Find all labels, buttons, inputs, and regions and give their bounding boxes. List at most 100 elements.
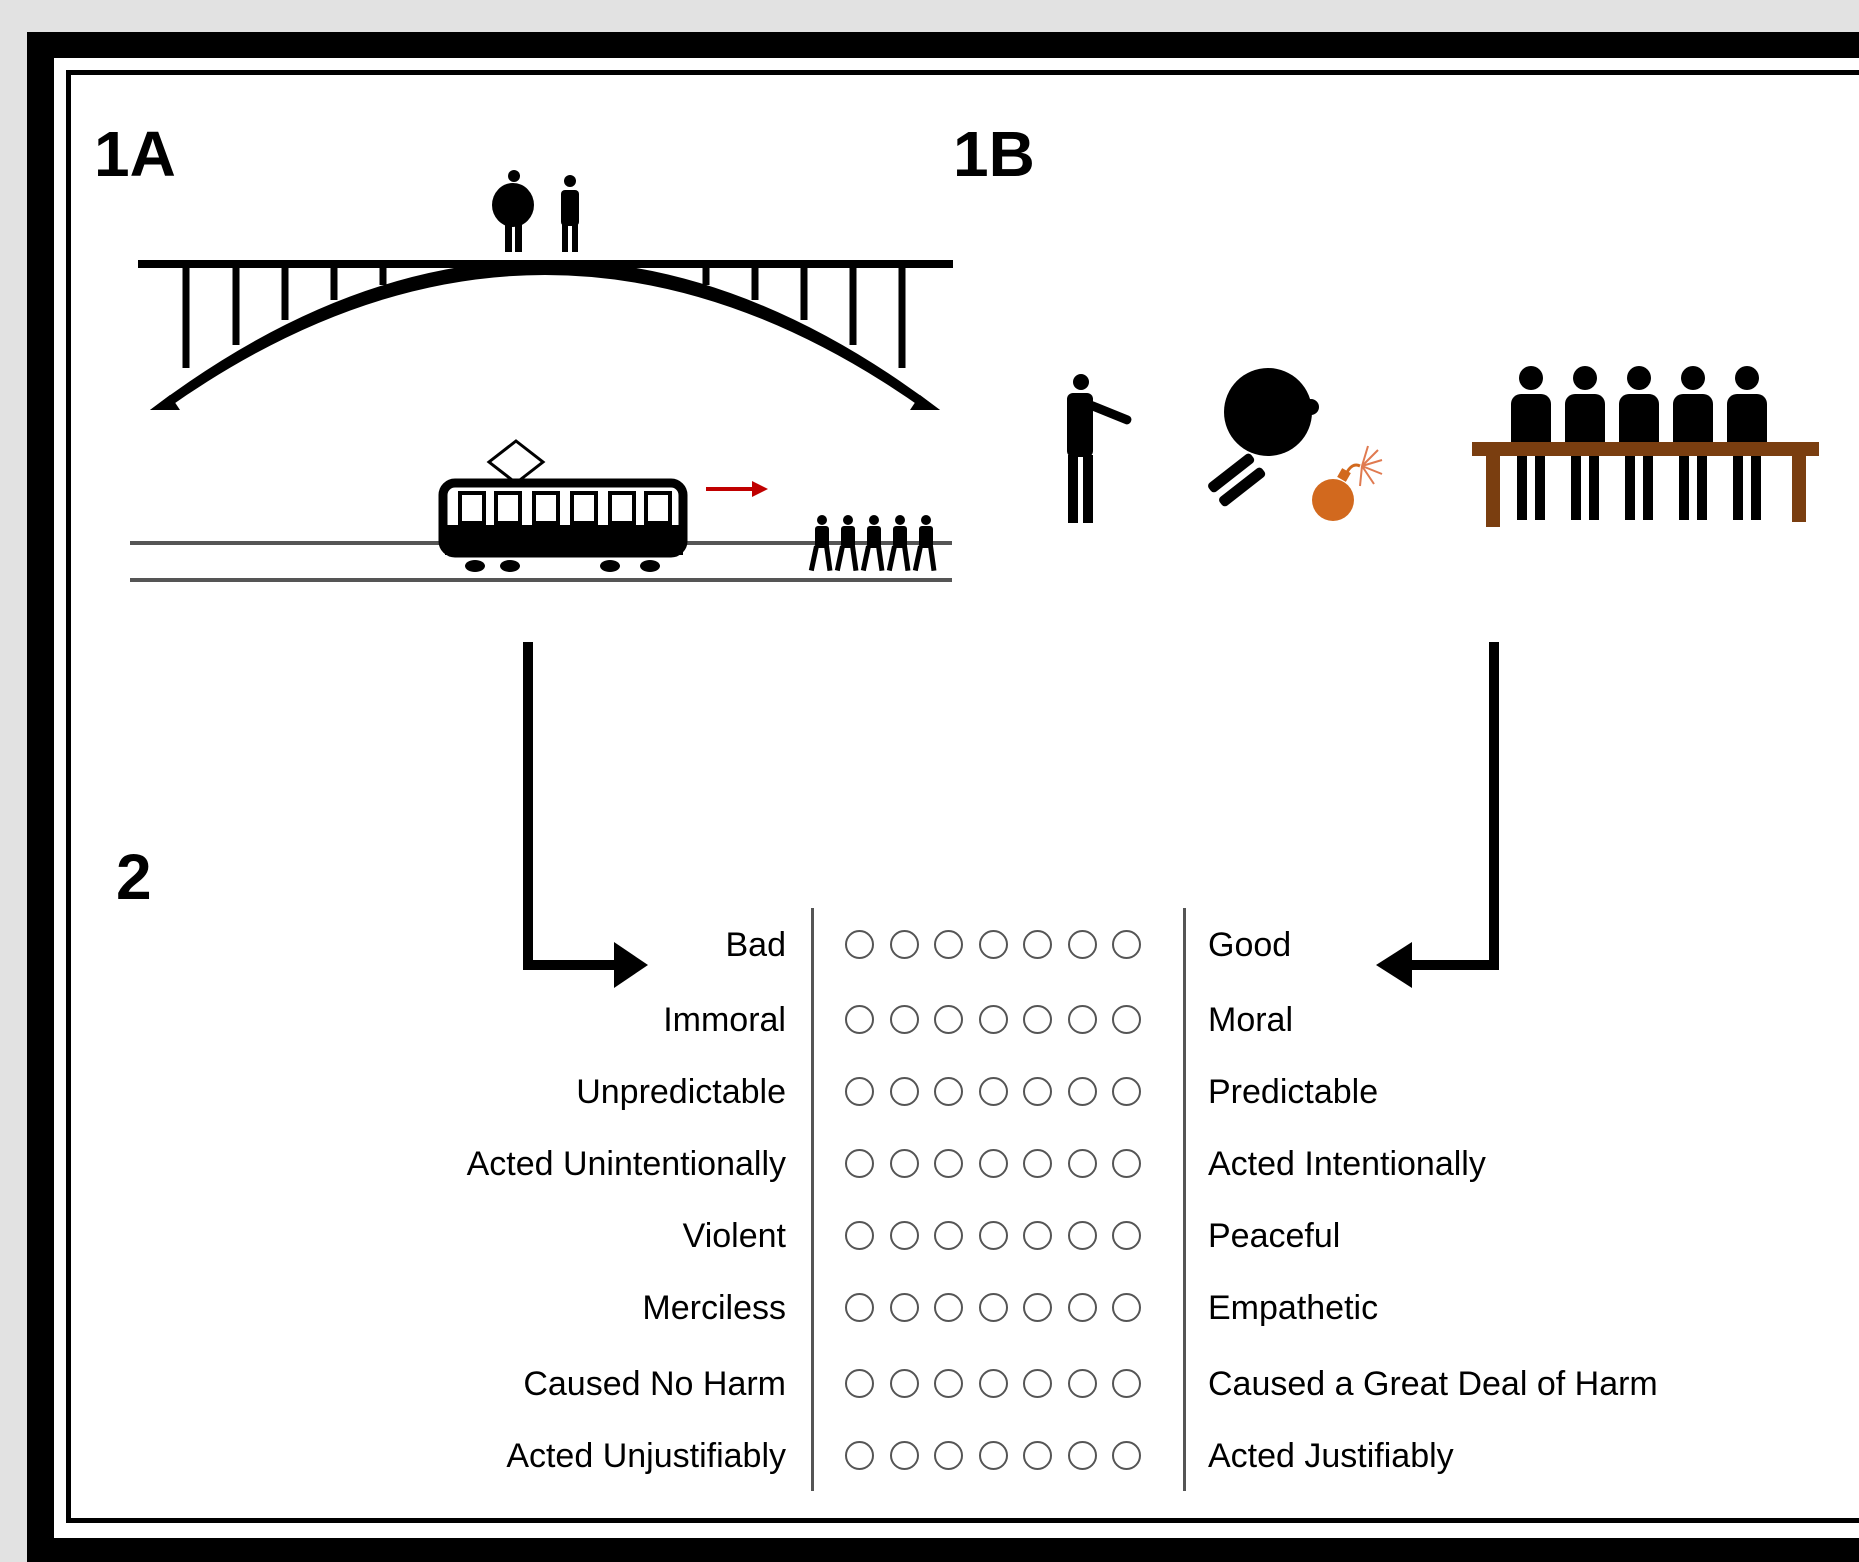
five-workers-icon xyxy=(808,515,937,572)
rating-radio[interactable] xyxy=(889,1441,919,1470)
rating-radio[interactable] xyxy=(1023,930,1052,959)
rating-radio[interactable] xyxy=(889,930,919,959)
rating-radio[interactable] xyxy=(978,1149,1008,1178)
rating-radio[interactable] xyxy=(1067,1441,1097,1470)
direction-arrow-icon xyxy=(706,481,768,497)
rating-radio[interactable] xyxy=(934,1441,963,1470)
falling-man-icon xyxy=(1208,368,1319,507)
rating-radio[interactable] xyxy=(1112,1293,1141,1322)
rating-radio[interactable] xyxy=(978,1293,1008,1322)
rating-radio[interactable] xyxy=(934,1293,963,1322)
rating-radio[interactable] xyxy=(1067,930,1097,959)
scale-left-label: Unpredictable xyxy=(576,1073,786,1111)
bomb-icon xyxy=(1312,445,1383,521)
rating-row xyxy=(845,1367,1155,1401)
rating-radio[interactable] xyxy=(1112,1369,1141,1398)
rating-radio[interactable] xyxy=(978,1369,1008,1398)
trolley-icon xyxy=(438,439,688,572)
scale-right-label: Caused a Great Deal of Harm xyxy=(1208,1365,1658,1403)
scale-right-label: Good xyxy=(1208,926,1292,964)
rating-radio[interactable] xyxy=(1067,1077,1097,1106)
scale-left-label: Immoral xyxy=(663,1001,786,1039)
rating-radio[interactable] xyxy=(1023,1077,1052,1106)
rating-row xyxy=(845,1147,1155,1181)
rating-radio[interactable] xyxy=(845,1369,874,1398)
arrow-from-1b xyxy=(1376,642,1499,988)
rating-radio[interactable] xyxy=(1112,1149,1141,1178)
scale-left-label: Merciless xyxy=(642,1289,786,1327)
rating-grid xyxy=(845,928,1155,1488)
rating-row xyxy=(845,1219,1155,1253)
rating-radio[interactable] xyxy=(889,1221,919,1250)
rating-radio[interactable] xyxy=(934,1369,963,1398)
rating-radio[interactable] xyxy=(1067,1369,1097,1398)
scale-right-label: Acted Justifiably xyxy=(1208,1437,1454,1475)
rating-radio[interactable] xyxy=(1067,1149,1097,1178)
rating-radio[interactable] xyxy=(889,1077,919,1106)
scale-right-label: Empathetic xyxy=(1208,1289,1379,1327)
rating-row xyxy=(845,1003,1155,1037)
rating-radio[interactable] xyxy=(978,930,1008,959)
rating-radio[interactable] xyxy=(978,1005,1008,1034)
rating-radio[interactable] xyxy=(889,1293,919,1322)
scale-divider-right xyxy=(1183,908,1186,1491)
rating-row xyxy=(845,1291,1155,1325)
large-man-icon xyxy=(492,170,534,252)
arrow-from-1a xyxy=(523,642,648,988)
rating-radio[interactable] xyxy=(889,1005,919,1034)
footbridge-icon xyxy=(138,260,953,410)
scale-right-label: Predictable xyxy=(1208,1073,1379,1111)
scale-right-label: Moral xyxy=(1208,1001,1294,1039)
rating-radio[interactable] xyxy=(978,1077,1008,1106)
scale-right-label: Peaceful xyxy=(1208,1217,1341,1255)
rating-radio[interactable] xyxy=(934,1221,963,1250)
rating-radio[interactable] xyxy=(1112,1077,1141,1106)
scale-left-label: Bad xyxy=(725,926,787,964)
rating-radio[interactable] xyxy=(889,1369,919,1398)
rating-radio[interactable] xyxy=(845,1221,874,1250)
rating-radio[interactable] xyxy=(934,1077,963,1106)
rating-radio[interactable] xyxy=(1023,1221,1052,1250)
rating-radio[interactable] xyxy=(1023,1149,1052,1178)
rating-radio[interactable] xyxy=(845,1005,874,1034)
rating-radio[interactable] xyxy=(889,1149,919,1178)
panel-label-1a: 1A xyxy=(94,118,176,190)
rating-radio[interactable] xyxy=(1023,1005,1052,1034)
rating-row xyxy=(845,1075,1155,1109)
rating-row xyxy=(845,928,1155,962)
panel-label-1b: 1B xyxy=(953,118,1035,190)
rating-radio[interactable] xyxy=(1067,1005,1097,1034)
man-icon xyxy=(561,175,579,252)
scale-left-label: Violent xyxy=(682,1217,786,1255)
rating-radio[interactable] xyxy=(1112,930,1141,959)
pointing-man-icon xyxy=(1067,374,1132,523)
rating-radio[interactable] xyxy=(1067,1293,1097,1322)
rating-radio[interactable] xyxy=(934,1149,963,1178)
scale-left-label: Acted Unintentionally xyxy=(466,1145,786,1183)
scale-right-label: Acted Intentionally xyxy=(1208,1145,1486,1183)
rating-radio[interactable] xyxy=(1112,1221,1141,1250)
rating-radio[interactable] xyxy=(1112,1441,1141,1470)
rating-radio[interactable] xyxy=(845,1077,874,1106)
rating-radio[interactable] xyxy=(845,1149,874,1178)
rating-radio[interactable] xyxy=(1112,1005,1141,1034)
rating-radio[interactable] xyxy=(845,930,874,959)
table-icon xyxy=(1472,442,1819,527)
rating-row xyxy=(845,1439,1155,1473)
rating-radio[interactable] xyxy=(1023,1293,1052,1322)
rating-radio[interactable] xyxy=(1023,1369,1052,1398)
rating-radio[interactable] xyxy=(934,930,963,959)
rating-radio[interactable] xyxy=(934,1005,963,1034)
inner-frame xyxy=(66,70,1859,1523)
rating-radio[interactable] xyxy=(1067,1221,1097,1250)
rating-radio[interactable] xyxy=(978,1441,1008,1470)
scale-divider-left xyxy=(811,908,814,1491)
rating-radio[interactable] xyxy=(845,1293,874,1322)
rating-radio[interactable] xyxy=(1023,1441,1052,1470)
rating-radio[interactable] xyxy=(845,1441,874,1470)
rating-radio[interactable] xyxy=(978,1221,1008,1250)
five-people-icon xyxy=(1511,366,1767,520)
